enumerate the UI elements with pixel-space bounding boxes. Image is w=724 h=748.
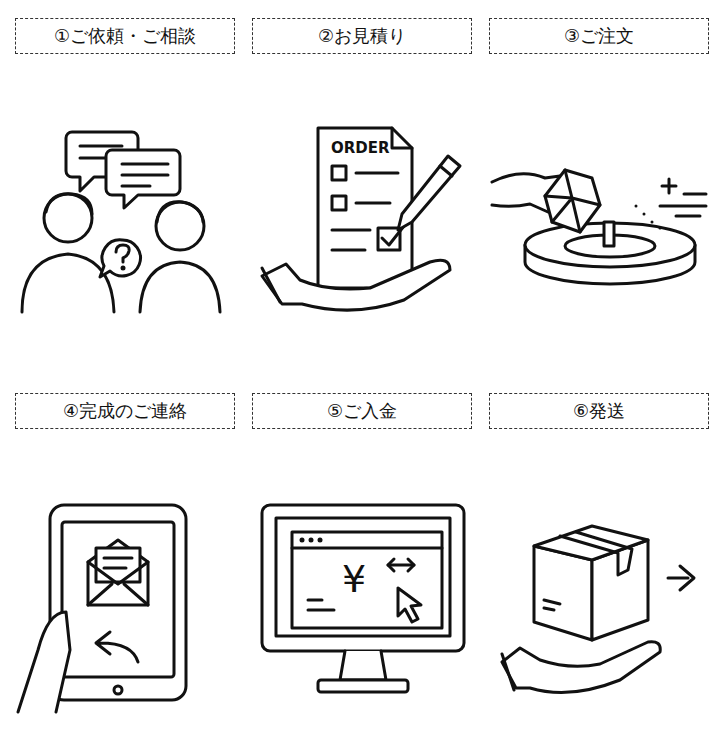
consultation-icon — [22, 132, 220, 312]
step-label-box: ①ご依頼・ご相談 — [15, 18, 235, 54]
step-title: ⑥発送 — [573, 399, 625, 423]
step-title: ③ご注文 — [564, 24, 634, 48]
document-heading: ORDER — [331, 141, 390, 156]
step-label-box: ⑤ご入金 — [252, 393, 472, 429]
currency-symbol: ¥ — [342, 560, 366, 598]
step-title: ④完成のご連絡 — [63, 399, 187, 423]
step-label-box: ④完成のご連絡 — [15, 393, 235, 429]
step-label-box: ③ご注文 — [489, 18, 709, 54]
order-icon — [492, 170, 706, 284]
notification-icon — [18, 505, 186, 712]
step-title: ⑤ご入金 — [327, 399, 397, 423]
step-label-box: ⑥発送 — [489, 393, 709, 429]
step-title: ①ご依頼・ご相談 — [54, 24, 196, 48]
step-label-box: ②お見積り — [252, 18, 472, 54]
step-title: ②お見積り — [318, 24, 406, 48]
estimate-icon — [262, 128, 460, 310]
shipping-icon — [502, 526, 694, 693]
payment-icon — [262, 505, 464, 692]
